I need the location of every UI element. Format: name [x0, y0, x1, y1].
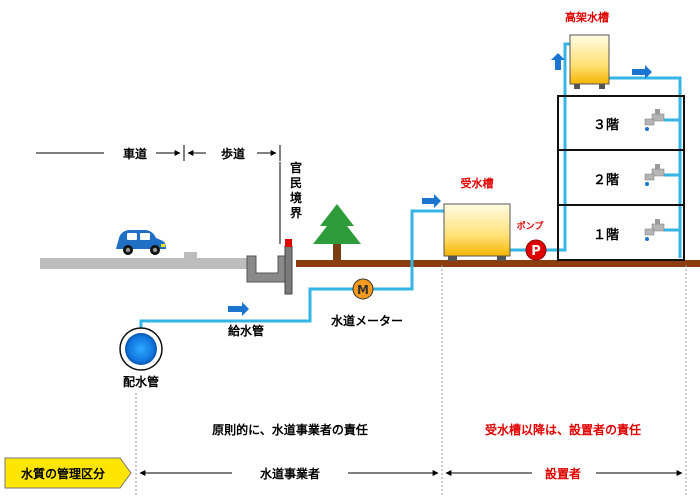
svg-text:民: 民: [290, 176, 302, 190]
after-tank-text: 受水槽以降は、設置者の責任: [485, 422, 641, 437]
receiving-tank-icon: [443, 203, 511, 261]
water-meter-icon: M: [352, 278, 374, 300]
svg-text:界: 界: [290, 205, 302, 220]
car-icon: [116, 230, 166, 255]
curb: [184, 252, 197, 259]
service-pipe-label: 給水管: [228, 323, 264, 338]
distribution-pipe-icon: [119, 327, 163, 371]
flow-arrow-icon: [551, 53, 565, 70]
road-surface: [40, 258, 252, 269]
management-badge-label: 水質の管理区分: [21, 466, 105, 481]
svg-text:境: 境: [290, 190, 302, 205]
faucet-icon: [644, 109, 665, 131]
owner-section-label: 設置者: [545, 466, 581, 481]
building: [557, 95, 685, 261]
service-pipe-line: [139, 42, 682, 335]
flow-arrow-icon: [422, 194, 441, 208]
floor-3-label: ３階: [593, 117, 619, 133]
roadway-dimension: [36, 145, 281, 244]
utility-section-label: 水道事業者: [260, 466, 320, 481]
elevated-tank-label: 高架水槽: [565, 10, 609, 24]
svg-text:M: M: [357, 283, 369, 297]
floor-1-label: １階: [593, 227, 619, 243]
boundary-label: 官 民 境 界: [290, 160, 302, 220]
ground-line: [296, 260, 700, 267]
sidewalk-label: 歩道: [221, 146, 245, 161]
section-divider: [135, 265, 687, 497]
faucet-branches: [664, 118, 680, 232]
boundary-post-cap: [285, 239, 292, 247]
pump-icon: P: [525, 239, 547, 261]
distribution-pipe-label: 配水管: [123, 374, 159, 389]
boundary-post: [284, 245, 293, 295]
roadway-label: 車道: [123, 146, 147, 161]
principle-text: 原則的に、水道事業者の責任: [212, 422, 368, 437]
tree-icon: [313, 204, 361, 260]
floor-2-label: ２階: [593, 172, 619, 188]
receiving-tank-label: 受水槽: [461, 176, 494, 190]
water-meter-label: 水道メーター: [331, 313, 403, 328]
faucet-icon: [644, 219, 665, 241]
flow-arrow-icon: [228, 302, 249, 316]
svg-text:官: 官: [290, 160, 302, 175]
faucet-icon: [644, 164, 665, 186]
management-badge: [4, 457, 132, 489]
elevated-tank-icon: [569, 34, 610, 89]
pump-label: ポンプ: [517, 220, 545, 232]
svg-text:P: P: [531, 244, 541, 259]
flow-arrow-icon: [632, 65, 652, 79]
